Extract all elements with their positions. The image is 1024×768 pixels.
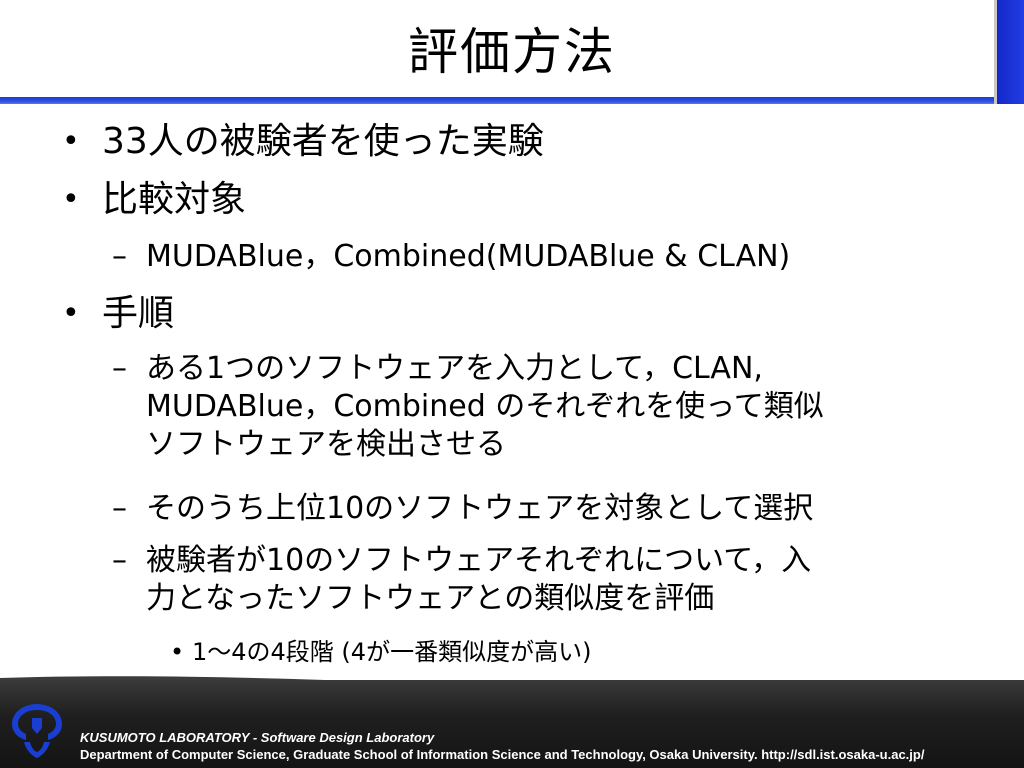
title-underline [0, 97, 1000, 104]
sub-bullet-text-line: 力となったソフトウェアとの類似度を評価 [146, 581, 715, 616]
dash-marker: – [112, 351, 127, 386]
sub-bullet-text-line: ある1つのソフトウェアを入力として，CLAN, [146, 351, 763, 386]
sub-bullet-text-line: 被験者が10のソフトウェアそれぞれについて，入 [146, 543, 812, 578]
dash-marker: – [112, 239, 127, 274]
dash-marker: – [112, 491, 127, 526]
bullet-marker: • [62, 296, 80, 331]
corner-accent-bar [994, 0, 1024, 104]
footer-lab-name: KUSUMOTO LABORATORY - Software Design La… [80, 730, 435, 745]
sub-bullet-text-line: MUDABlue，Combined のそれぞれを使って類似 [146, 389, 824, 424]
slide-title: 評価方法 [408, 23, 616, 81]
sub-sub-bullet-text: 1～4の4段階 (4が一番類似度が高い) [192, 638, 592, 666]
footer-bar [0, 680, 1024, 768]
bullet-text: 33人の被験者を使った実験 [102, 121, 544, 162]
bullet-marker: • [62, 124, 80, 159]
bullet-marker: • [170, 638, 185, 666]
bullet-marker: • [62, 182, 80, 217]
sub-bullet-text: MUDABlue，Combined(MUDABlue & CLAN) [146, 239, 791, 274]
sub-bullet-text-line: ソフトウェアを検出させる [146, 427, 506, 462]
title-band: 評価方法 [0, 0, 1024, 104]
bullet-text: 比較対象 [102, 179, 247, 220]
bullet-text: 手順 [102, 293, 175, 334]
university-logo-icon [12, 704, 62, 758]
sub-bullet-text: そのうち上位10のソフトウェアを対象として選択 [146, 491, 814, 526]
dash-marker: – [112, 543, 127, 578]
footer-department: Department of Computer Science, Graduate… [80, 747, 925, 762]
